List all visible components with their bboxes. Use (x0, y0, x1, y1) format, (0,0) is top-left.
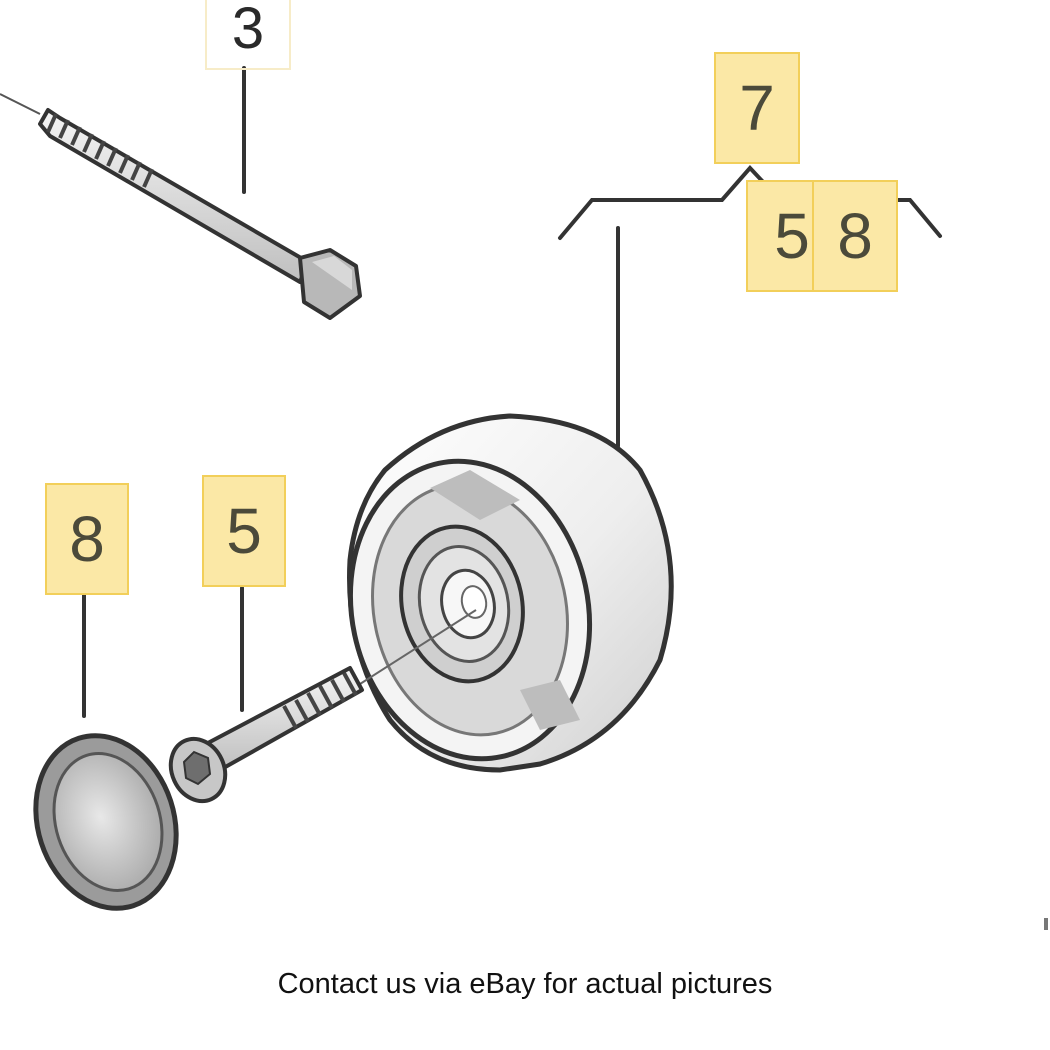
callout-washer: 8 (45, 483, 129, 595)
top-bolt-axis (0, 93, 41, 115)
idler-pulley (347, 413, 674, 773)
group-bracket (558, 165, 942, 240)
callout-top-bolt: 3 (205, 0, 291, 70)
center-bolt-axis (359, 609, 477, 685)
callout-group-item-b: 8 (812, 180, 898, 292)
footer-note: Contact us via eBay for actual pictures (277, 968, 773, 1000)
edge-mark (1044, 918, 1048, 930)
top-bolt (38, 108, 362, 320)
washer (33, 733, 179, 911)
callout-group-bracket: 7 (714, 52, 800, 164)
callout-center-bolt: 5 (202, 475, 286, 587)
leader-lines (82, 66, 942, 718)
center-bolt (168, 666, 364, 804)
